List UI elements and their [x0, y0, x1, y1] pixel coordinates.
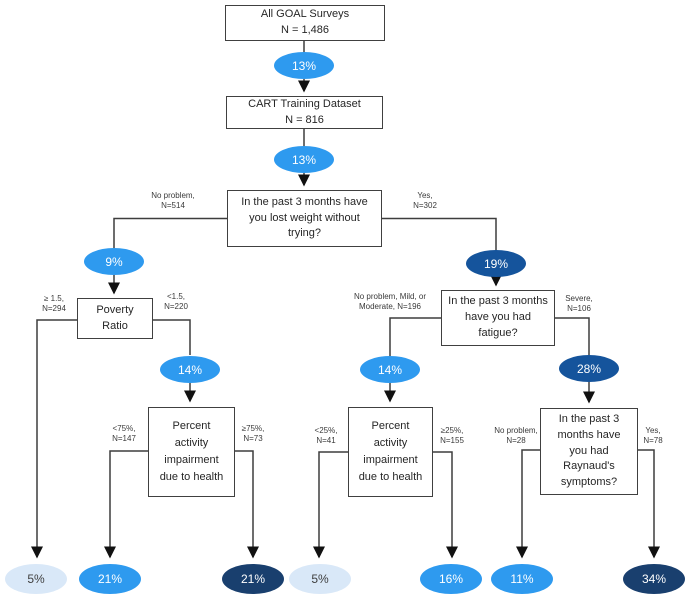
node-title: All GOAL Surveys [260, 8, 350, 21]
branch-label-impair-lt75: <75%, N=147 [112, 424, 136, 443]
rate-oval-14-mild-fatigue: 14% [360, 356, 420, 383]
node-activity-impairment-left: Percent activity impairment due to healt… [148, 407, 235, 497]
leaf-oval-21pct-ge75-impairment: 21% [222, 564, 284, 594]
wire-weight-yes-branch [382, 217, 497, 251]
node-question-text: Percent activity impairment due to healt… [358, 419, 423, 484]
wire-poverty-high-to-leaf1 [31, 319, 77, 559]
wire-impairright-lt25-to-leaf4 [313, 451, 348, 559]
node-question-text: In the past 3 months have you lost weigh… [241, 195, 368, 240]
wire-impairright-ge25-to-leaf5 [433, 451, 458, 559]
branch-label-fatigue-severe: Severe, N=106 [565, 294, 593, 313]
wire-fatigue-mild-branch [389, 317, 441, 356]
wire-weight-no-branch [113, 217, 227, 249]
rate-oval-14-low-poverty: 14% [160, 356, 220, 383]
branch-label-poverty-lt-1-5: <1.5, N=220 [164, 292, 188, 311]
wire-poverty-low-branch [152, 319, 191, 355]
node-n-count: N = 1,486 [280, 24, 329, 36]
leaf-oval-11pct-no-raynauds: 11% [491, 564, 553, 594]
rate-oval-13-top: 13% [274, 52, 334, 79]
rate-oval-9-no-weight-loss: 9% [84, 248, 144, 275]
node-n-count: N = 816 [285, 113, 324, 126]
branch-label-weight-yes: Yes, N=302 [413, 191, 437, 210]
node-question-text: Poverty Ratio [96, 303, 134, 332]
node-fatigue-question: In the past 3 months have you had fatigu… [441, 290, 555, 346]
branch-label-raynauds-yes: Yes, N=78 [643, 426, 663, 445]
node-activity-impairment-right: Percent activity impairment due to healt… [348, 407, 433, 497]
branch-label-impair-ge25: ≥25%, N=155 [440, 426, 464, 445]
branch-label-fatigue-mild: No problem, Mild, or Moderate, N=196 [353, 292, 427, 311]
branch-label-raynauds-no: No problem, N=28 [494, 426, 538, 445]
leaf-oval-5pct-lt25-impairment: 5% [289, 564, 351, 594]
node-weight-loss-question: In the past 3 months have you lost weigh… [227, 190, 382, 247]
node-cart-training-dataset: CART Training Dataset N = 816 [226, 96, 383, 129]
node-question-text: In the past 3 months have you had Raynau… [557, 412, 621, 489]
branch-label-impair-lt25: <25%, N=41 [314, 426, 338, 445]
rate-oval-13-training: 13% [274, 146, 334, 173]
rate-oval-28-severe-fatigue: 28% [559, 355, 619, 382]
node-raynauds-question: In the past 3 months have you had Raynau… [540, 408, 638, 495]
wire-impairleft-ge75-to-leaf3 [235, 450, 259, 559]
wire-raynauds-no-to-leaf6 [516, 449, 540, 559]
node-question-text: Percent activity impairment due to healt… [159, 419, 224, 484]
node-question-text: In the past 3 months have you had fatigu… [448, 295, 548, 339]
node-title: CART Training Dataset [248, 97, 361, 110]
branch-label-weight-no-problem: No problem, N=514 [151, 191, 195, 210]
leaf-oval-16pct-ge25-impairment: 16% [420, 564, 482, 594]
node-poverty-ratio: Poverty Ratio [77, 298, 153, 339]
leaf-oval-21pct-lt75-impairment: 21% [79, 564, 141, 594]
wire-fatigue-severe-branch [555, 317, 590, 355]
wire-raynauds-yes-to-leaf7 [638, 449, 660, 559]
branch-label-poverty-ge-1-5: ≥ 1.5, N=294 [42, 294, 66, 313]
wire-impairleft-lt75-to-leaf2 [104, 450, 148, 559]
rate-oval-19-weight-loss: 19% [466, 250, 526, 277]
leaf-oval-5pct-high-poverty: 5% [5, 564, 67, 594]
node-all-goal-surveys: All GOAL Surveys N = 1,486 [225, 5, 385, 41]
leaf-oval-34pct-raynauds: 34% [623, 564, 685, 594]
branch-label-impair-ge75: ≥75%, N=73 [241, 424, 265, 443]
